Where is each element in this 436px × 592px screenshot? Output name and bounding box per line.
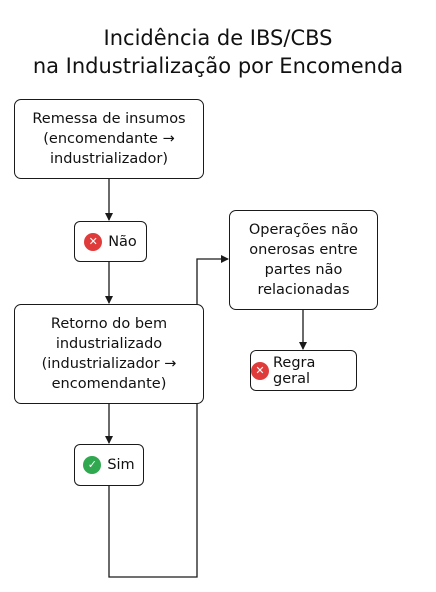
node-remessa-de-insumos: Remessa de insumos (encomendante → indus… bbox=[14, 99, 204, 179]
node-text-line: relacionadas bbox=[257, 282, 350, 298]
x-circle-icon: ✕ bbox=[251, 361, 269, 380]
node-text-line: Retorno do bem bbox=[50, 316, 168, 332]
x-circle-icon: ✕ bbox=[84, 232, 103, 251]
decision-badge-nao: ✕ Não bbox=[74, 221, 147, 262]
badge-label: Não bbox=[108, 233, 137, 250]
node-text-line: (industrializador → bbox=[41, 356, 177, 372]
node-text-line: onerosas entre bbox=[249, 242, 358, 258]
decision-badge-sim: ✓ Sim bbox=[74, 444, 144, 486]
badge-label: Regra geral bbox=[273, 354, 316, 387]
decision-badge-regra-geral: ✕ Regra geral bbox=[250, 350, 357, 391]
node-text-line: encomendante) bbox=[51, 376, 167, 392]
node-text-line: (encomendante → bbox=[43, 131, 175, 147]
node-text-line: Operações não bbox=[248, 222, 359, 238]
badge-label: Sim bbox=[107, 457, 135, 473]
node-text-line: partes não bbox=[264, 262, 343, 278]
node-text-line: industrializador) bbox=[50, 151, 168, 167]
arrow-sim-to-operacoes bbox=[108, 255, 229, 578]
node-text-line: Remessa de insumos bbox=[32, 111, 186, 127]
diagram-title-line-1: Incidência de IBS/CBS bbox=[103, 26, 333, 50]
node-retorno-do-bem: Retorno do bem industrializado (industri… bbox=[14, 304, 204, 404]
node-text-line: industrializado bbox=[55, 336, 163, 352]
check-circle-icon: ✓ bbox=[83, 456, 102, 474]
node-operacoes-nao-onerosas: Operações não onerosas entre partes não … bbox=[229, 210, 378, 310]
diagram-title-line-2: na Industrialização por Encomenda bbox=[32, 54, 404, 78]
